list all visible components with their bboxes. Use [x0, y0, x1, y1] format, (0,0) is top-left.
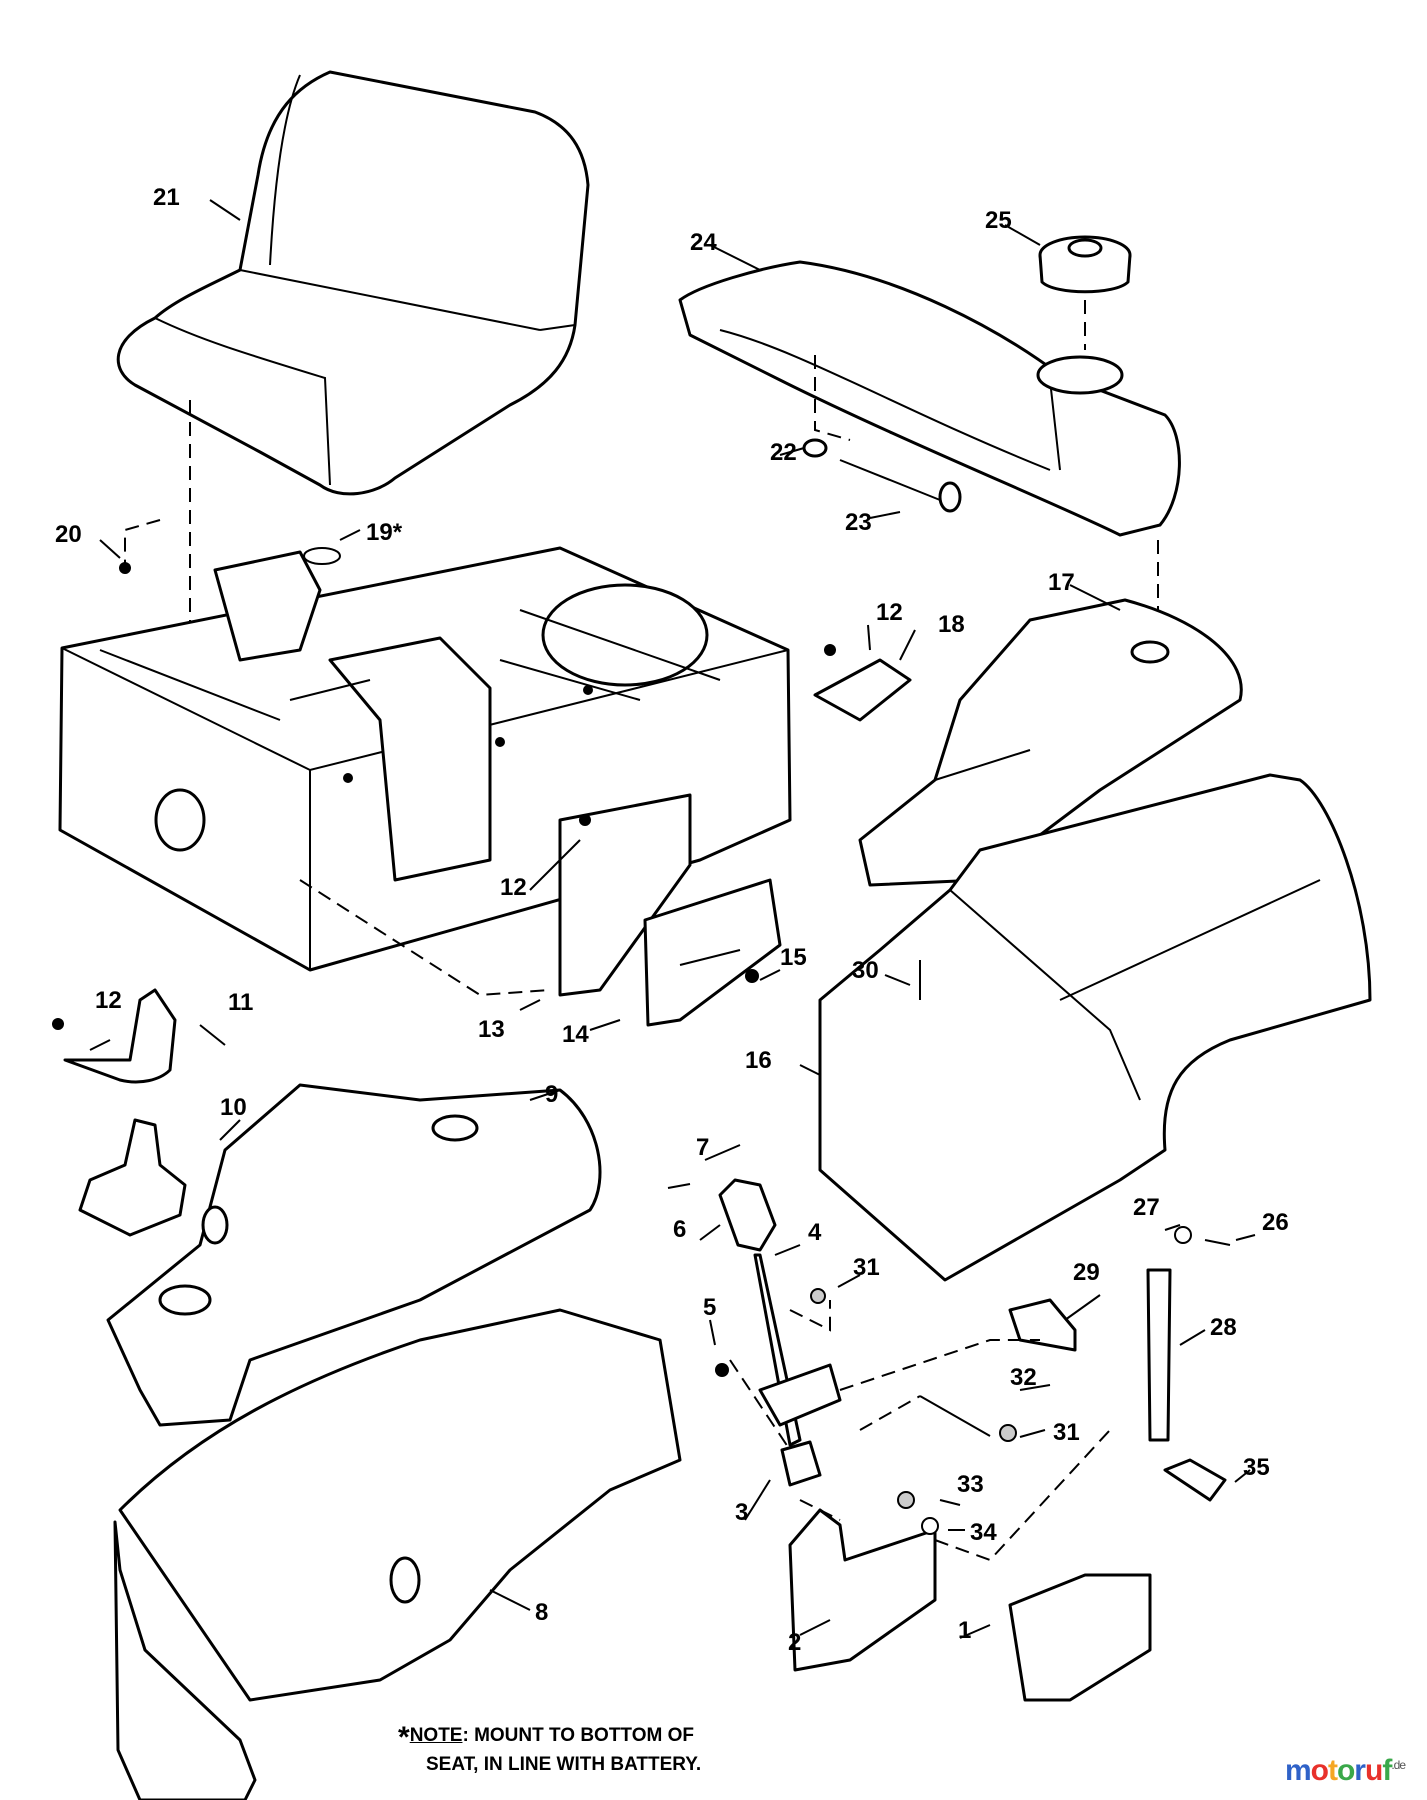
switch-3-part	[780, 1440, 822, 1487]
callout-13: 13	[478, 1016, 505, 1043]
callout-22: 22	[770, 439, 797, 466]
rod-32-part	[919, 1395, 991, 1437]
callout-29: 29	[1073, 1259, 1100, 1286]
callout-4: 4	[808, 1219, 822, 1246]
callout-2: 2	[788, 1629, 801, 1656]
callout-32: 32	[1010, 1364, 1037, 1391]
callout-25: 25	[985, 207, 1012, 234]
callout-16: 16	[745, 1047, 772, 1074]
leader-lines	[89, 199, 1256, 1639]
screw-12-left-part	[52, 1018, 64, 1030]
callout-24: 24	[690, 229, 717, 256]
seat-part	[116, 70, 590, 496]
callout-14: 14	[562, 1021, 589, 1048]
callout-34: 34	[970, 1519, 997, 1546]
seat-mount-dash	[124, 400, 191, 641]
callout-20: 20	[55, 521, 82, 548]
callouts: 21 24 25 22 23 19* 20 17 12 18 12 13 14 …	[55, 184, 1289, 1656]
bracket-1-part	[1008, 1573, 1152, 1702]
callout-31-bottom: 31	[1053, 1419, 1080, 1446]
nut-22-part	[802, 438, 828, 458]
tank-dash	[814, 300, 1159, 610]
watermark-letter: u	[1364, 1754, 1383, 1787]
callout-26: 26	[1262, 1209, 1289, 1236]
callout-12-mid: 12	[500, 874, 527, 901]
mounting-note: *NOTE: MOUNT TO BOTTOM OF SEAT, IN LINE …	[398, 1722, 701, 1778]
note-line-2: SEAT, IN LINE WITH BATTERY.	[426, 1754, 702, 1775]
clip-26-part	[1204, 1239, 1231, 1246]
knob-6-part	[718, 1178, 777, 1252]
callout-9: 9	[545, 1081, 558, 1108]
callout-19: 19*	[366, 519, 403, 546]
watermark-letters: motoruf	[1284, 1754, 1392, 1787]
callout-5: 5	[703, 1294, 716, 1321]
callout-17: 17	[1048, 569, 1075, 596]
callout-6: 6	[673, 1216, 686, 1243]
callout-12-left: 12	[95, 987, 122, 1014]
watermark-letter: r	[1354, 1754, 1366, 1787]
rear-fender-16-part	[818, 773, 1372, 1282]
bracket-5-part	[758, 1363, 842, 1427]
callout-21: 21	[153, 184, 180, 211]
tank-cover-part	[678, 260, 1181, 537]
callout-11: 11	[228, 989, 253, 1016]
callout-10: 10	[220, 1094, 247, 1121]
watermark-letter: t	[1327, 1754, 1338, 1787]
callout-3: 3	[735, 1499, 748, 1526]
screw-15-part	[745, 969, 759, 983]
nut-31a-part	[810, 1288, 826, 1304]
callout-1: 1	[958, 1617, 971, 1644]
note-line-1: *NOTE: MOUNT TO BOTTOM OF	[398, 1721, 701, 1754]
assembly-dash	[729, 1300, 1111, 1562]
callout-33: 33	[957, 1471, 984, 1498]
bracket-14-part	[643, 878, 782, 1027]
screw-20-part	[119, 562, 131, 574]
bracket-18-part	[813, 644, 912, 722]
shift-boot-part	[78, 1118, 187, 1237]
watermark-letter: m	[1284, 1754, 1312, 1787]
fuel-cap-part	[1038, 235, 1132, 294]
seat-pad-part	[303, 547, 341, 565]
note-label: NOTE	[409, 1725, 463, 1746]
callout-35: 35	[1243, 1454, 1270, 1481]
strut-28-part	[1146, 1268, 1172, 1442]
callout-18: 18	[938, 611, 965, 638]
bracket-11-part	[63, 988, 177, 1084]
callout-23: 23	[845, 509, 872, 536]
screw-23-part	[839, 459, 962, 513]
watermark-suffix: .de	[1391, 1758, 1406, 1772]
watermark-letter: f	[1382, 1754, 1392, 1787]
callout-28: 28	[1210, 1314, 1237, 1341]
nut-31b-part	[999, 1424, 1017, 1442]
callout-31-top: 31	[853, 1254, 880, 1281]
note-line-1-text: : MOUNT TO BOTTOM OF	[462, 1725, 694, 1746]
watermark-letter: o	[1336, 1754, 1355, 1787]
washer-34-part	[921, 1517, 939, 1535]
callout-7: 7	[696, 1134, 709, 1161]
motoruf-watermark: motoruf.de	[1284, 1754, 1406, 1788]
watermark-letter: o	[1310, 1754, 1329, 1787]
nut-33-part	[897, 1491, 915, 1509]
screw-12-mid-part	[579, 814, 591, 826]
callout-8: 8	[535, 1599, 548, 1626]
bracket-2-part	[788, 1508, 937, 1672]
console-9-part	[106, 1083, 602, 1427]
callout-27: 27	[1133, 1194, 1160, 1221]
console-17-part	[858, 598, 1243, 887]
chassis-frame-part	[58, 546, 792, 972]
callout-12-top: 12	[876, 599, 903, 626]
callout-15: 15	[780, 944, 807, 971]
front-fender-8-part	[113, 1308, 682, 1800]
callout-30: 30	[852, 957, 879, 984]
bracket-29-part	[1008, 1298, 1077, 1352]
bolt-35-part	[1163, 1458, 1227, 1502]
washer-27-part	[1174, 1226, 1192, 1244]
pin-7-part	[667, 1183, 691, 1189]
screw-5-part	[715, 1363, 729, 1377]
note-star: *	[398, 1721, 410, 1754]
